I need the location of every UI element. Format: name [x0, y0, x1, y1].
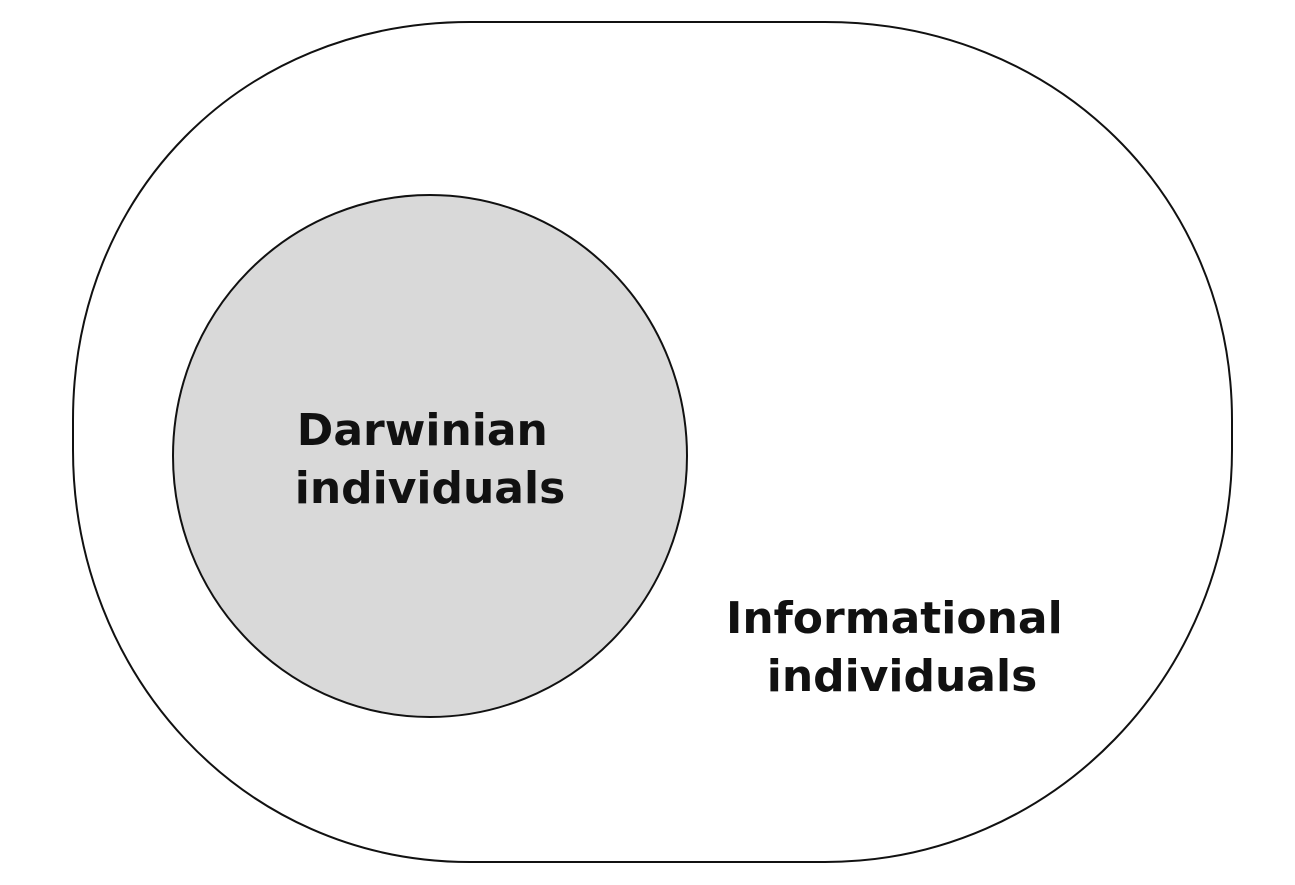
- inner-set-label-line2: individuals: [295, 463, 566, 514]
- outer-set-label: Informational individuals: [726, 593, 1078, 702]
- outer-set-label-line1: Informational: [726, 593, 1063, 644]
- inner-set-label: Darwinian individuals: [295, 405, 566, 514]
- inner-set-label-line1: Darwinian: [297, 405, 548, 456]
- outer-set-label-line2: individuals: [767, 651, 1038, 702]
- inner-set-circle: [172, 194, 688, 718]
